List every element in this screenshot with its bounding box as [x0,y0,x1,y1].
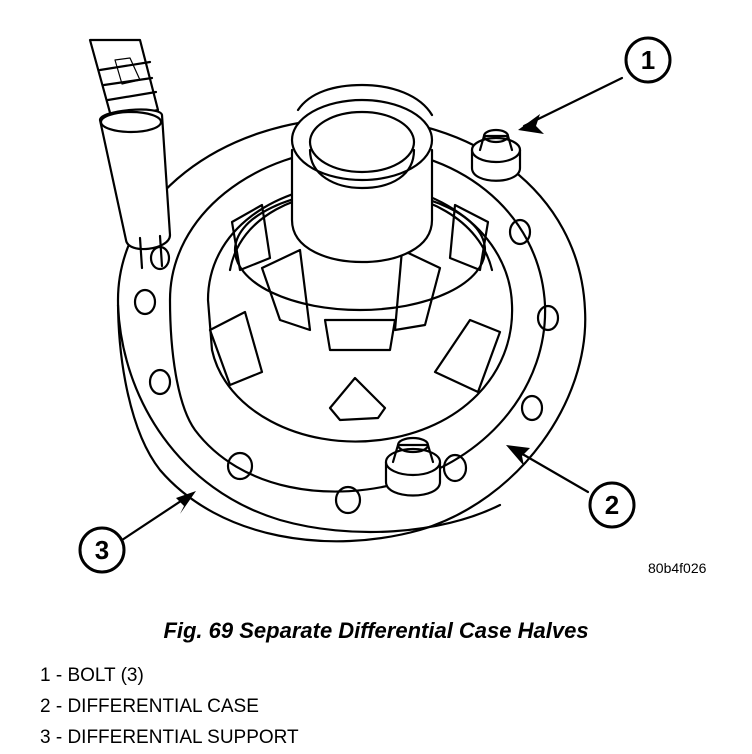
legend-item-bolt: 1 - BOLT (3) [40,665,144,686]
figure-code: 80b4f026 [648,560,707,576]
callout-1-label: 1 [641,45,655,75]
callout-3-label: 3 [95,535,109,565]
arrowhead-2 [506,445,530,466]
leader-lines [120,76,624,542]
bolt-top [470,128,522,182]
callout-2: 2 [588,481,636,529]
legend-item-differential-case: 2 - DIFFERENTIAL CASE [40,696,259,717]
hub-boss [290,83,434,264]
callout-3: 3 [78,526,126,574]
differential-case-body [206,181,514,443]
legend-item-differential-support: 3 - DIFFERENTIAL SUPPORT [40,727,299,748]
arrowhead-1 [518,114,544,134]
bolt-bottom [384,436,442,497]
figure-caption: Fig. 69 Separate Differential Case Halve… [163,618,589,643]
callout-2-label: 2 [605,490,619,520]
legend-list: 1 - BOLT (3) 2 - DIFFERENTIAL CASE 3 - D… [40,660,299,753]
differential-illustration: 1 2 3 [78,36,672,574]
tool-handle [88,38,172,270]
callout-1: 1 [624,36,672,84]
arrowhead-3 [176,491,196,514]
